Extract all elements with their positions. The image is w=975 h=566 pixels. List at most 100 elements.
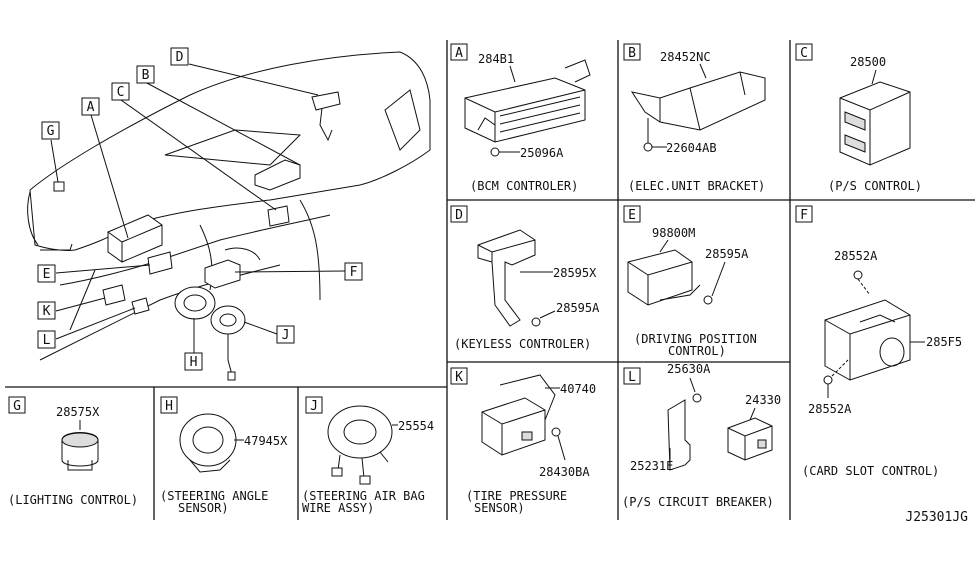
panel-j: J 25554 (STEERING AIR BAG WIRE ASSY) (302, 396, 434, 515)
panel-j-letter: J (310, 399, 318, 414)
callout-d-label: D (176, 50, 184, 65)
callout-leaders (50, 63, 346, 353)
panel-f-letter: F (800, 208, 808, 223)
panel-k-part-screw: 28430BA (539, 465, 590, 479)
panel-h-letter: H (165, 399, 173, 414)
panel-e-part-main: 98800M (652, 226, 695, 240)
screw-icon (853, 270, 863, 280)
panel-c-letter: C (800, 46, 808, 61)
callout-a-label: A (87, 100, 95, 115)
panel-k-caption-l1: (TIRE PRESSURE (466, 489, 567, 503)
panel-separators (5, 40, 975, 520)
screw-icon (703, 295, 713, 305)
panel-h-caption-l2: SENSOR) (178, 501, 229, 515)
panel-a-letter: A (455, 46, 463, 61)
panel-d-part-main: 28595X (553, 266, 597, 280)
panel-l-caption: (P/S CIRCUIT BREAKER) (622, 495, 774, 509)
driving-position-control-icon (627, 249, 693, 306)
panel-b-part-main: 28452NC (660, 50, 711, 64)
callout-J: J (276, 325, 295, 344)
panel-a-part-screw: 25096A (520, 146, 564, 160)
circuit-breaker-bracket-icon (667, 399, 691, 471)
panel-b-caption: (ELEC.UNIT BRACKET) (628, 179, 765, 193)
panel-k-letter: K (455, 370, 463, 385)
panel-g-letter: G (13, 399, 21, 414)
panel-g: G 28575X (LIGHTING CONTROL) (8, 396, 138, 507)
callout-e-label: E (43, 267, 51, 282)
callout-L: L (37, 330, 56, 349)
callout-c-label: C (117, 85, 125, 100)
card-slot-control-icon (824, 299, 911, 381)
screw-icon (551, 427, 561, 437)
panel-l-letter: L (628, 370, 636, 385)
panel-e-part-screw: 28595A (705, 247, 749, 261)
screw-icon (643, 142, 653, 152)
callout-b-label: B (142, 68, 150, 83)
panel-f-part-bottom: 28552A (808, 402, 852, 416)
callout-G: G (41, 121, 60, 140)
callout-l-label: L (43, 333, 51, 348)
steering-angle-sensor-icon (179, 413, 237, 467)
panel-h-part-main: 47945X (244, 434, 288, 448)
panel-f-caption: (CARD SLOT CONTROL) (802, 464, 939, 478)
ps-circuit-breaker-icon (727, 417, 773, 461)
callout-B: B (136, 65, 155, 84)
panel-b: B 28452NC 22604AB (ELEC.UNIT BRACKET) (623, 43, 766, 193)
panel-a-caption: (BCM CONTROLER) (470, 179, 578, 193)
panel-b-part-screw: 22604AB (666, 141, 717, 155)
panel-j-part-main: 25554 (398, 419, 434, 433)
screw-icon (490, 147, 500, 157)
doc-code: J25301JG (905, 510, 968, 525)
callout-g-label: G (47, 124, 55, 139)
panel-d-letter: D (455, 208, 463, 223)
panel-k-part-main: 40740 (560, 382, 596, 396)
panel-d-caption: (KEYLESS CONTROLER) (454, 337, 591, 351)
panel-h: H 47945X (STEERING ANGLE SENSOR) (160, 396, 288, 515)
panel-a-part-main: 284B1 (478, 52, 514, 66)
panel-c-part-main: 28500 (850, 55, 886, 69)
panel-d: D 28595X 28595A (KEYLESS CONTROLER) (450, 205, 600, 351)
screw-icon (823, 375, 833, 385)
callout-j-label: J (282, 328, 290, 343)
callout-C: C (111, 82, 130, 101)
steering-air-bag-wire-icon (327, 405, 393, 459)
panel-l-part-top: 25630A (667, 362, 711, 376)
panel-f-part-top: 28552A (834, 249, 878, 263)
callout-K: K (37, 301, 56, 320)
panel-c-caption: (P/S CONTROL) (828, 179, 922, 193)
callout-f-label: F (350, 265, 358, 280)
panel-g-caption: (LIGHTING CONTROL) (8, 493, 138, 507)
panel-e-caption-l1: (DRIVING POSITION (634, 332, 757, 346)
tire-pressure-sensor-icon (481, 397, 546, 456)
panel-l-part-bracket: 25231E (630, 459, 673, 473)
callout-F: F (344, 262, 363, 281)
panel-l: L 25630A 25231E 24330 (P/S CIRCUIT BREAK… (622, 362, 781, 509)
panel-d-part-screw: 28595A (556, 301, 600, 315)
panel-k-caption-l2: SENSOR) (474, 501, 525, 515)
panel-e-letter: E (628, 208, 636, 223)
panel-h-caption-l1: (STEERING ANGLE (160, 489, 268, 503)
panel-k: K 40740 28430BA (TIRE PRESSURE SENSOR) (450, 367, 596, 515)
panel-c: C 28500 (P/S CONTROL) (795, 43, 922, 193)
panel-g-part-main: 28575X (56, 405, 100, 419)
panel-b-letter: B (628, 46, 636, 61)
callout-h-label: H (190, 355, 198, 370)
panel-j-caption-l2: WIRE ASSY) (302, 501, 374, 515)
callout-H: H (184, 352, 203, 371)
panel-f: F 28552A 285F5 28552A (CARD SLOT CONTROL… (795, 205, 962, 478)
panel-l-part-main: 24330 (745, 393, 781, 407)
panel-e: E 98800M 28595A (DRIVING POSITION CONTRO… (623, 205, 757, 358)
keyless-controler-icon (477, 229, 536, 327)
screw-icon (531, 317, 541, 327)
callout-D: D (170, 47, 189, 66)
screw-icon (692, 393, 702, 403)
dashboard-overview (27, 51, 431, 381)
callout-k-label: K (43, 304, 51, 319)
panel-j-caption-l1: (STEERING AIR BAG (302, 489, 425, 503)
panel-a: A 284B1 25096A (BCM CONTROLER) (450, 43, 591, 193)
bracket-icon (630, 71, 766, 131)
panel-f-part-main: 285F5 (926, 335, 962, 349)
callout-E: E (37, 264, 56, 283)
